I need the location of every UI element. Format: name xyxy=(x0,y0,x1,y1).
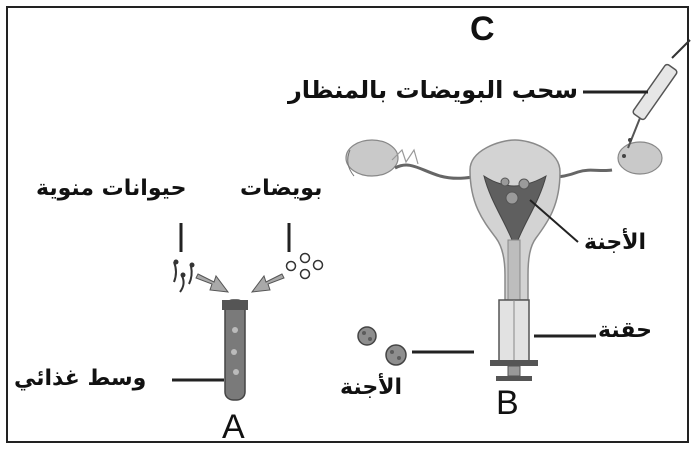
label-eggs: بويضات xyxy=(240,178,322,200)
label-syringe: حقنة xyxy=(598,320,652,342)
label-sperm: حيوانات منوية xyxy=(36,178,186,200)
syringe xyxy=(490,300,538,381)
panel-label-a: A xyxy=(222,410,245,444)
embryos-dish xyxy=(358,327,406,365)
laparoscope-needle xyxy=(622,40,690,158)
egg-cells xyxy=(287,254,323,279)
culture-tube xyxy=(222,300,248,400)
uterus-illustration xyxy=(346,140,662,300)
merge-arrows xyxy=(196,274,284,292)
panel-label-b: B xyxy=(496,386,519,420)
sperm-cells xyxy=(174,260,195,293)
label-culture-medium: وسط غذائي xyxy=(14,368,146,390)
label-egg-retrieval: سحب البويضات بالمنظار xyxy=(288,78,578,102)
label-embryos: الأجنة xyxy=(340,377,402,399)
panel-label-c: C xyxy=(470,12,495,46)
label-embryos-uterus: الأجنة xyxy=(584,232,646,254)
